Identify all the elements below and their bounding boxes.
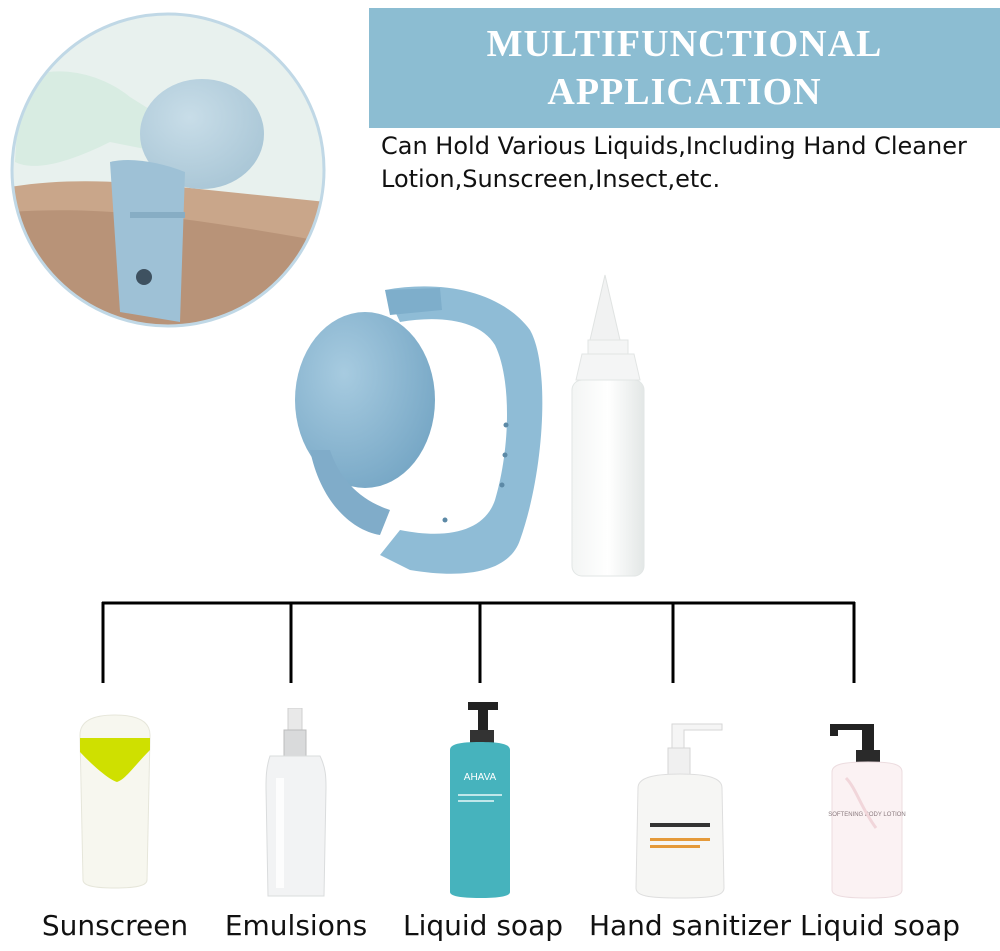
description-line1: Can Hold Various Liquids,Including Hand … [381, 132, 967, 160]
label-hand-sanitizer: Hand sanitizer [588, 909, 792, 942]
wristband-with-bottle [295, 274, 645, 577]
label-emulsions: Emulsions [224, 909, 368, 942]
liquid-soap-teal-bottle: AHAVA [440, 702, 520, 898]
sunscreen-bottle [75, 700, 155, 890]
description: Can Hold Various Liquids,Including Hand … [381, 130, 991, 196]
liquid-soap-lotion-bottle: SOFTENING BODY LOTION [826, 718, 908, 900]
banner-title-line1: MULTIFUNCTIONAL [486, 23, 883, 65]
ahava-brand-text: AHAVA [464, 772, 497, 783]
connector-lines [101, 601, 856, 683]
banner-title-line2: APPLICATION [547, 71, 822, 113]
description-line2: Lotion,Sunscreen,Insect,etc. [381, 165, 721, 193]
label-liquid-soap-1: Liquid soap [402, 909, 564, 942]
hand-sanitizer-pump-bottle [632, 718, 728, 900]
label-liquid-soap-2: Liquid soap [799, 909, 961, 942]
header-banner: MULTIFUNCTIONAL APPLICATION [369, 8, 1000, 128]
wrist-photo [10, 12, 326, 328]
emulsion-bottle [262, 708, 328, 900]
label-sunscreen: Sunscreen [41, 909, 189, 942]
